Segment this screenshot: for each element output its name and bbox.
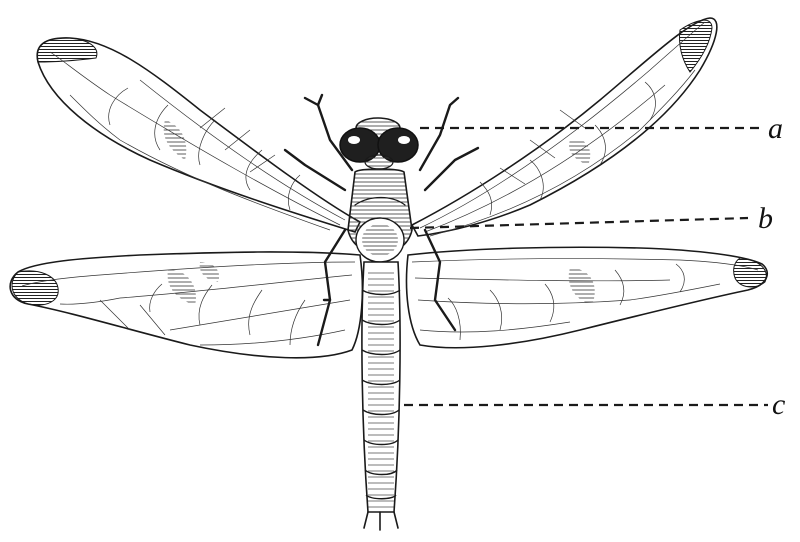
right-hindwing bbox=[407, 247, 768, 347]
dragonfly-thorax bbox=[348, 169, 412, 262]
label-c-group: c bbox=[404, 388, 785, 421]
label-b: b bbox=[758, 202, 773, 235]
dragonfly-abdomen bbox=[362, 262, 400, 530]
left-forewing bbox=[37, 38, 360, 232]
dragonfly-head bbox=[340, 118, 418, 169]
label-c: c bbox=[772, 388, 785, 421]
left-hindwing bbox=[10, 252, 362, 358]
label-a: a bbox=[768, 112, 783, 145]
